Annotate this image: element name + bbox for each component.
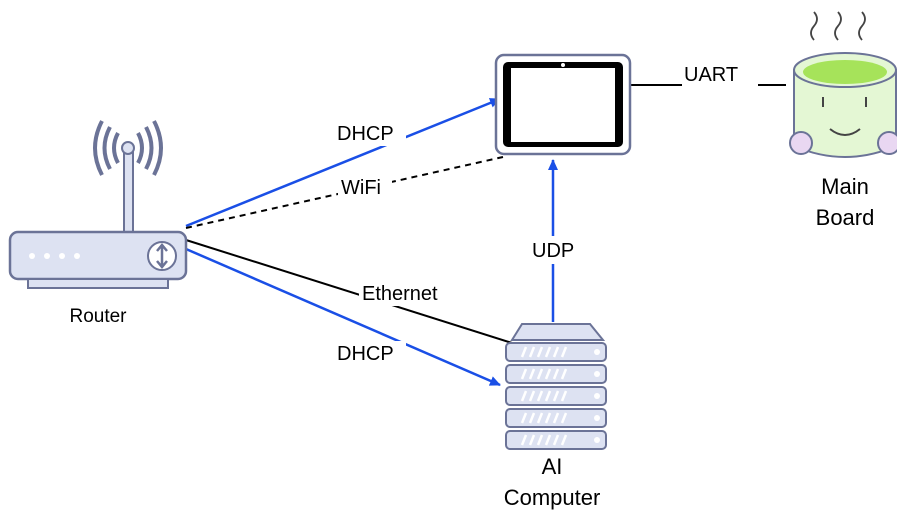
edge-ethernet (185, 239, 513, 344)
server-unit (505, 386, 607, 406)
edge-dhcp-to-tablet (185, 97, 501, 228)
router-label: Router (69, 306, 127, 327)
edge-label-ethernet: Ethernet (362, 283, 438, 305)
router-icon (8, 120, 188, 289)
tablet-icon (494, 53, 632, 156)
server-unit (505, 430, 607, 450)
edge-label-wifi: WiFi (341, 177, 381, 199)
main-board-label-line1: Main (821, 174, 869, 199)
edge-label-udp: UDP (532, 240, 574, 262)
edge-label-dhcp-tablet: DHCP (337, 123, 394, 145)
cup-board-icon (789, 11, 897, 158)
edge-label-uart: UART (684, 64, 738, 86)
server-unit (505, 408, 607, 428)
edge-label-dhcp-computer: DHCP (337, 343, 394, 365)
edge-dhcp-to-computer (185, 247, 501, 387)
server-unit (505, 364, 607, 384)
ai-computer-label-line2: Computer (504, 485, 601, 510)
ai-computer-label-line1: AI (542, 454, 563, 479)
main-board-label-line2: Board (816, 205, 875, 230)
server-rack-icon (505, 323, 607, 450)
server-unit (505, 342, 607, 362)
